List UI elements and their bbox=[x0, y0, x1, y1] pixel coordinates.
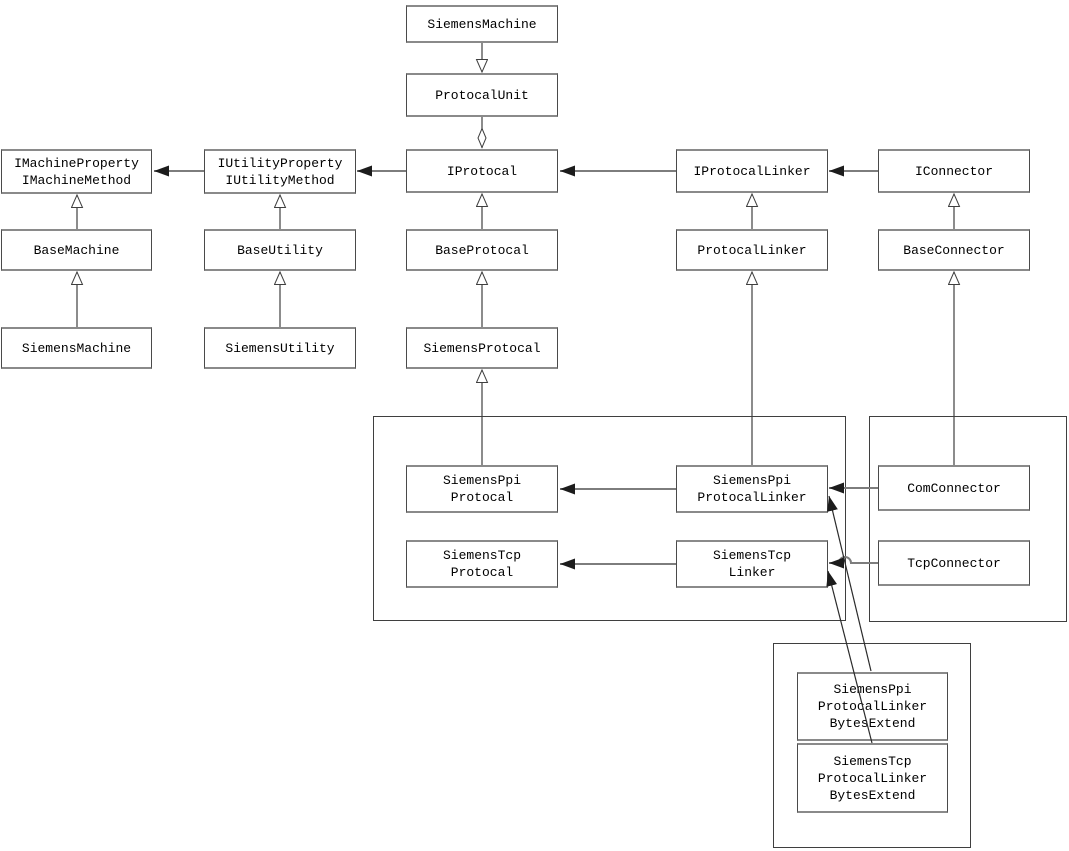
class-label: SiemensMachine bbox=[427, 16, 537, 32]
class-label: Protocal bbox=[450, 565, 514, 580]
class-box-base-protocal: BaseProtocal bbox=[406, 229, 558, 271]
class-label: SiemensPpi bbox=[712, 473, 791, 488]
class-label: BaseMachine bbox=[33, 242, 120, 258]
class-label: IMachineProperty bbox=[14, 155, 139, 171]
class-label: BytesExtend bbox=[829, 716, 916, 731]
class-box-siemens-machine: SiemensMachine bbox=[1, 327, 152, 369]
class-label: Linker bbox=[728, 565, 776, 580]
class-box-iconnector: IConnector bbox=[878, 149, 1030, 193]
class-label: SiemensTcp bbox=[712, 548, 791, 563]
class-label: BaseUtility bbox=[237, 242, 323, 258]
class-label: ProtocalLinker bbox=[817, 770, 928, 786]
class-label: Protocal bbox=[450, 490, 514, 505]
class-label: ProtocalLinker bbox=[697, 490, 807, 505]
class-box-protocal-unit: ProtocalUnit bbox=[406, 73, 558, 117]
class-label: TcpConnector bbox=[907, 555, 1001, 571]
class-box-iprotocal-linker: IProtocalLinker bbox=[676, 149, 828, 193]
container-protocal-linker-group bbox=[373, 416, 846, 621]
class-box-iprotocal: IProtocal bbox=[406, 149, 558, 193]
class-label: SiemensPpi bbox=[833, 682, 912, 697]
class-label: SiemensTcp bbox=[833, 753, 912, 769]
class-label: IConnector bbox=[914, 163, 993, 179]
class-label: ProtocalLinker bbox=[817, 699, 928, 714]
class-label: BytesExtend bbox=[829, 787, 916, 803]
class-label: SiemensUtility bbox=[225, 340, 335, 356]
class-label: SiemensPpi bbox=[442, 473, 521, 488]
class-label: IProtocal bbox=[446, 163, 518, 179]
class-label: IMachineMethod bbox=[21, 172, 132, 188]
class-label: ProtocalUnit bbox=[435, 87, 529, 103]
class-label: SiemensTcp bbox=[442, 548, 521, 563]
container-connector-group bbox=[869, 416, 1067, 622]
class-label: SiemensMachine bbox=[21, 340, 132, 356]
class-label: SiemensProtocal bbox=[423, 340, 541, 356]
class-label: IProtocalLinker bbox=[693, 163, 811, 179]
class-box-base-connector: BaseConnector bbox=[878, 229, 1030, 271]
class-box-siemens-protocal: SiemensProtocal bbox=[406, 327, 558, 369]
class-box-protocal-linker: ProtocalLinker bbox=[676, 229, 828, 271]
class-label: ComConnector bbox=[907, 480, 1001, 496]
class-box-base-utility: BaseUtility bbox=[204, 229, 356, 271]
class-box-siemens-utility: SiemensUtility bbox=[204, 327, 356, 369]
class-box-tcp-connector: TcpConnector bbox=[878, 540, 1030, 586]
class-box-base-machine: BaseMachine bbox=[1, 229, 152, 271]
class-label: BaseConnector bbox=[903, 242, 1005, 258]
class-label: BaseProtocal bbox=[435, 242, 529, 258]
class-box-siemens-machine-top: SiemensMachine bbox=[406, 5, 558, 43]
class-label: IUtilityMethod bbox=[225, 172, 335, 188]
class-box-com-connector: ComConnector bbox=[878, 465, 1030, 511]
class-label: ProtocalLinker bbox=[697, 242, 807, 258]
class-label: IUtilityProperty bbox=[217, 155, 343, 171]
